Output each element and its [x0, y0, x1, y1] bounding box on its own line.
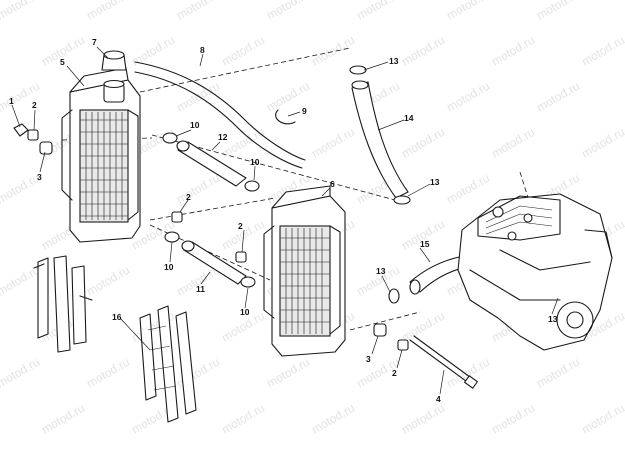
watermark-text: motod.ru [399, 309, 447, 345]
watermark-text: motod.ru [399, 401, 447, 437]
callout-10-c: 10 [164, 262, 174, 272]
watermark-text: motod.ru [579, 125, 625, 161]
radiator-guard-left [33, 255, 93, 353]
hose-11 [181, 240, 247, 285]
watermark-text: motod.ru [534, 79, 582, 115]
watermark-text: motod.ru [264, 355, 312, 391]
callout-3-b: 3 [366, 354, 371, 364]
watermark-text: motod.ru [444, 0, 492, 23]
watermark-text: motod.ru [309, 125, 357, 161]
leader-lines [11, 46, 559, 395]
hose-12 [176, 140, 247, 187]
callout-12: 12 [218, 132, 228, 142]
watermark-text: motod.ru [219, 401, 267, 437]
watermark-text: motod.ru [219, 217, 267, 253]
watermark-text: motod.ru [399, 125, 447, 161]
callout-16: 16 [112, 312, 122, 322]
callout-2-a: 2 [32, 100, 37, 110]
upper-hose [134, 61, 306, 169]
left-radiator [61, 67, 141, 243]
watermark-text: motod.ru [579, 401, 625, 437]
watermark-text: motod.ru [444, 171, 492, 207]
right-radiator [263, 185, 346, 357]
callout-3-a: 3 [37, 172, 42, 182]
callout-8: 8 [200, 45, 205, 55]
callout-14: 14 [404, 113, 414, 123]
clip-9 [275, 109, 296, 125]
watermark-text: motod.ru [174, 171, 222, 207]
watermark-text: motod.ru [264, 0, 312, 23]
watermark-text: motod.ru [0, 355, 42, 391]
watermark-text: motod.ru [219, 33, 267, 69]
callout-10-a: 10 [190, 120, 200, 130]
right-radiator-core [280, 228, 330, 334]
watermark-text: motod.ru [444, 79, 492, 115]
watermark-text: motod.ru [84, 0, 132, 23]
watermark-text: motod.ru [309, 33, 357, 69]
callout-2-d: 2 [392, 368, 397, 378]
watermark-text: motod.ru [354, 0, 402, 23]
radiator-guard-right [139, 305, 197, 423]
watermark-text: motod.ru [534, 355, 582, 391]
watermark-text: motod.ru [84, 355, 132, 391]
callout-10-d: 10 [240, 307, 250, 317]
watermark-text: motod.ru [0, 171, 42, 207]
watermark-text: motod.ru [129, 33, 177, 69]
callout-13-d: 13 [548, 314, 558, 324]
callout-1: 1 [9, 96, 14, 106]
watermark-text: motod.ru [39, 401, 87, 437]
callout-5: 5 [60, 57, 65, 67]
callout-4: 4 [436, 394, 441, 404]
watermark-text: motod.ru [489, 125, 537, 161]
callout-labels: 1 2 3 5 7 8 9 10 12 10 2 10 2 11 10 6 13… [9, 37, 558, 404]
callout-9: 9 [302, 106, 307, 116]
watermark-text: motod.ru [489, 401, 537, 437]
engine-block [457, 193, 613, 351]
callout-13-a: 13 [389, 56, 399, 66]
hose-14 [351, 80, 409, 199]
callout-6: 6 [330, 179, 335, 189]
watermark-text: motod.ru [579, 33, 625, 69]
watermark-text: motod.ru [534, 0, 582, 23]
watermark-text: motod.ru [489, 33, 537, 69]
callout-7: 7 [92, 37, 97, 47]
watermark-text: motod.ru [174, 0, 222, 23]
left-radiator-core [80, 112, 128, 220]
bolt-4 [409, 335, 478, 389]
callout-2-c: 2 [238, 221, 243, 231]
fittings [13, 123, 409, 351]
watermark-text: motod.ru [309, 401, 357, 437]
callout-11: 11 [196, 284, 205, 294]
watermark-text: motod.ru [84, 263, 132, 299]
callout-10-b: 10 [250, 157, 260, 167]
watermark-text: motod.ru [0, 0, 42, 23]
watermark-text: motod.ru [0, 263, 42, 299]
radiator-cap [101, 50, 127, 103]
callout-13-b: 13 [430, 177, 440, 187]
callout-2-b: 2 [186, 192, 191, 202]
watermark-text: motod.ru [399, 33, 447, 69]
callout-15: 15 [420, 239, 430, 249]
callout-13-c: 13 [376, 266, 386, 276]
